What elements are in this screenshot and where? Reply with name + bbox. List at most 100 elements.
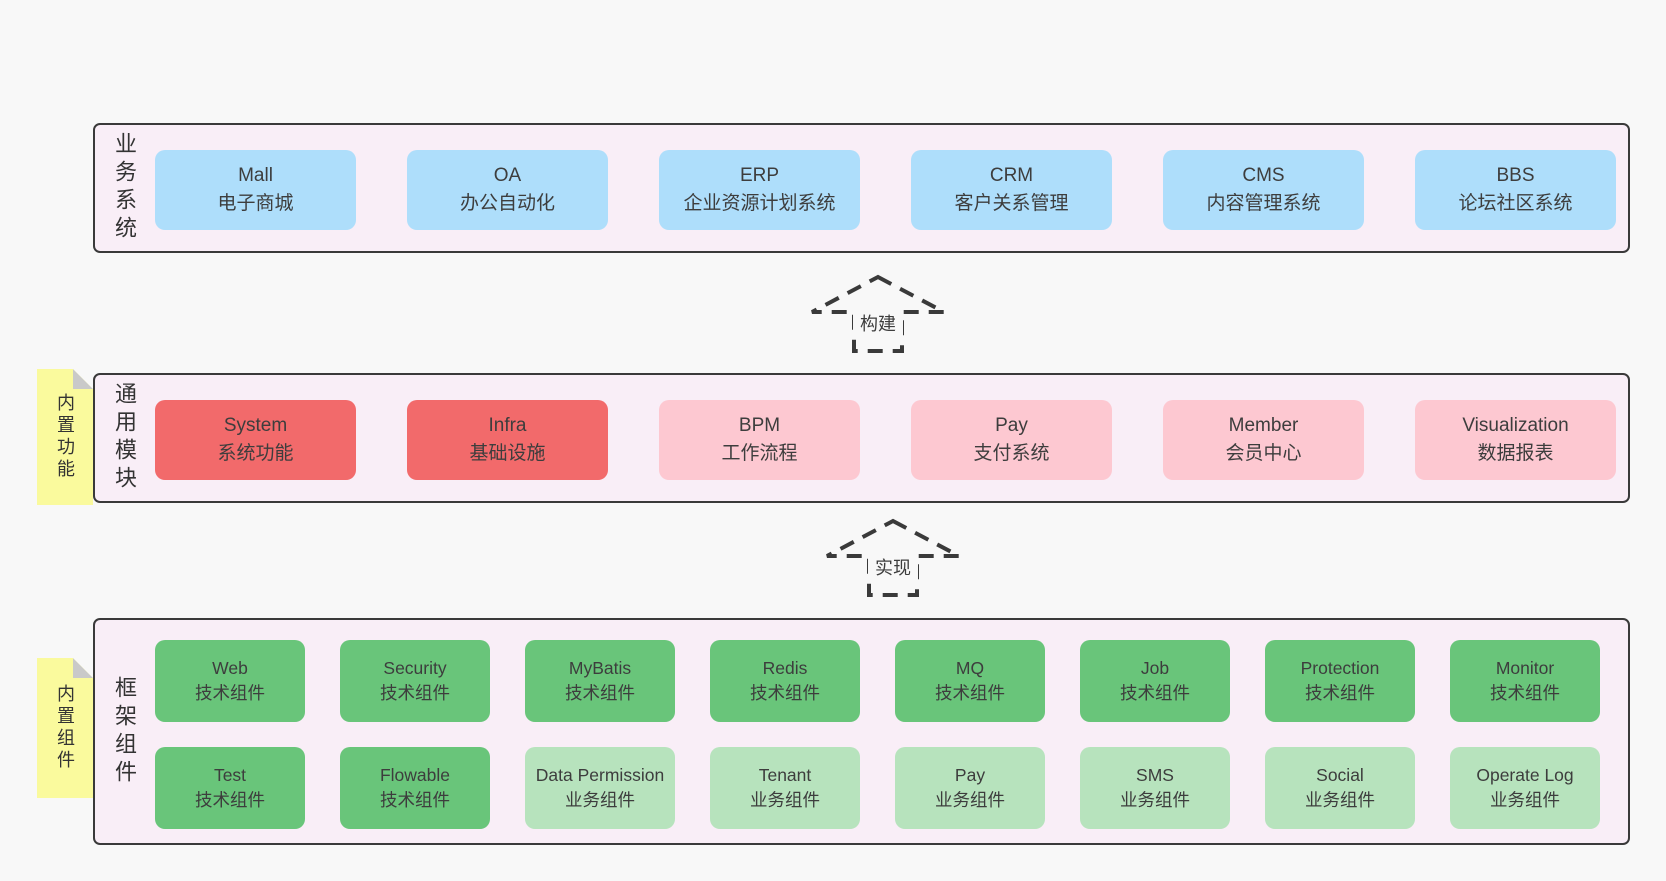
box-subtitle: 业务组件: [1120, 790, 1190, 810]
box-subtitle: 技术组件: [195, 790, 265, 810]
box-title: Job: [1140, 658, 1170, 679]
box-title: BPM: [738, 414, 781, 436]
box-crm: CRM 客户关系管理: [911, 150, 1112, 230]
box-title: Web: [212, 658, 248, 679]
box-pay-module: Pay 支付系统: [911, 400, 1112, 480]
box-subtitle: 支付系统: [973, 443, 1050, 464]
modules-box-row: System 系统功能 Infra 基础设施 BPM 工作流程 Pay 支付系统…: [155, 400, 1616, 480]
box-security: Security 技术组件: [340, 640, 490, 722]
box-test: Test 技术组件: [155, 747, 305, 829]
box-subtitle: 技术组件: [565, 683, 635, 703]
sticky-fold-corner: [73, 658, 93, 678]
box-tenant: Tenant 业务组件: [710, 747, 860, 829]
box-subtitle: 业务组件: [565, 790, 635, 810]
box-title: BBS: [1496, 164, 1535, 186]
sticky-note-builtin-features: 内置功能: [37, 369, 93, 505]
box-subtitle: 系统功能: [217, 443, 294, 464]
box-flowable: Flowable 技术组件: [340, 747, 490, 829]
implement-arrow-label: 实现: [875, 558, 911, 578]
box-web: Web 技术组件: [155, 640, 305, 722]
box-title: Pay: [954, 765, 986, 786]
box-subtitle: 内容管理系统: [1206, 193, 1321, 214]
box-job: Job 技术组件: [1080, 640, 1230, 722]
box-subtitle: 会员中心: [1225, 443, 1302, 464]
box-subtitle: 业务组件: [1490, 790, 1560, 810]
box-title: Social: [1316, 765, 1364, 786]
box-bbs: BBS 论坛社区系统: [1415, 150, 1616, 230]
box-member: Member 会员中心: [1163, 400, 1364, 480]
box-subtitle: 工作流程: [721, 443, 798, 464]
sticky-label: 内置功能: [55, 393, 75, 481]
build-arrow-label: 构建: [860, 314, 896, 334]
sticky-fold-corner: [73, 369, 93, 389]
box-subtitle: 技术组件: [195, 683, 265, 703]
box-title: CRM: [989, 164, 1034, 186]
box-protection: Protection 技术组件: [1265, 640, 1415, 722]
layer-side-label: 框架组件: [95, 620, 153, 843]
box-subtitle: 基础设施: [469, 443, 546, 464]
box-operate-log: Operate Log 业务组件: [1450, 747, 1600, 829]
box-title: Tenant: [758, 765, 812, 786]
box-bpm: BPM 工作流程: [659, 400, 860, 480]
box-subtitle: 论坛社区系统: [1458, 193, 1573, 214]
layer-side-label: 业务系统: [95, 125, 153, 251]
box-subtitle: 业务组件: [1305, 790, 1375, 810]
box-cms: CMS 内容管理系统: [1163, 150, 1364, 230]
box-title: Security: [383, 658, 447, 679]
layer-modules-label: 通用模块: [112, 382, 137, 494]
box-title: ERP: [739, 164, 780, 186]
box-subtitle: 技术组件: [1305, 683, 1375, 703]
box-subtitle: 技术组件: [380, 790, 450, 810]
box-title: Visualization: [1462, 414, 1569, 436]
layer-framework-components: 框架组件 Web 技术组件 Security 技术组件 MyBatis 技术组件…: [93, 618, 1630, 845]
box-pay-component: Pay 业务组件: [895, 747, 1045, 829]
box-subtitle: 电子商城: [217, 193, 294, 214]
box-system: System 系统功能: [155, 400, 356, 480]
box-title: Flowable: [379, 765, 451, 786]
box-subtitle: 技术组件: [1490, 683, 1560, 703]
box-title: OA: [493, 164, 522, 186]
box-mall: Mall 电子商城: [155, 150, 356, 230]
box-subtitle: 技术组件: [380, 683, 450, 703]
layer-business-systems: 业务系统 Mall 电子商城 OA 办公自动化 ERP 企业资源计划系统 CRM…: [93, 123, 1630, 253]
box-subtitle: 企业资源计划系统: [683, 193, 836, 214]
box-title: Test: [213, 765, 247, 786]
box-subtitle: 技术组件: [750, 683, 820, 703]
box-title: Data Permission: [535, 765, 665, 786]
box-title: Redis: [762, 658, 808, 679]
box-erp: ERP 企业资源计划系统: [659, 150, 860, 230]
box-title: Pay: [995, 414, 1028, 436]
box-infra: Infra 基础设施: [407, 400, 608, 480]
box-oa: OA 办公自动化: [407, 150, 608, 230]
arrow-label-background: [868, 551, 918, 583]
box-title: MQ: [955, 658, 985, 679]
box-subtitle: 业务组件: [750, 790, 820, 810]
box-subtitle: 数据报表: [1477, 443, 1554, 464]
box-mybatis: MyBatis 技术组件: [525, 640, 675, 722]
box-data-permission: Data Permission 业务组件: [525, 747, 675, 829]
box-subtitle: 客户关系管理: [954, 193, 1069, 214]
box-title: SMS: [1136, 765, 1174, 786]
layer-business-label: 业务系统: [112, 132, 137, 244]
box-title: MyBatis: [568, 658, 632, 679]
box-sms: SMS 业务组件: [1080, 747, 1230, 829]
implement-arrow-icon: 实现: [826, 518, 960, 597]
box-mq: MQ 技术组件: [895, 640, 1045, 722]
sticky-note-builtin-components: 内置组件: [37, 658, 93, 798]
components-box-grid: Web 技术组件 Security 技术组件 MyBatis 技术组件 Redi…: [155, 640, 1600, 829]
box-title: Infra: [488, 414, 527, 436]
box-title: Mall: [238, 164, 273, 186]
box-title: Monitor: [1495, 658, 1555, 679]
layer-components-label: 框架组件: [112, 675, 137, 788]
arrow-label-background: [853, 307, 903, 339]
box-subtitle: 技术组件: [935, 683, 1005, 703]
box-title: Protection: [1300, 658, 1380, 679]
box-title: System: [223, 414, 288, 436]
box-visualization: Visualization 数据报表: [1415, 400, 1616, 480]
arrow-outline: [826, 518, 960, 597]
arrow-outline: [811, 274, 945, 353]
box-title: CMS: [1242, 164, 1285, 186]
layer-common-modules: 通用模块 System 系统功能 Infra 基础设施 BPM 工作流程 Pay…: [93, 373, 1630, 503]
box-social: Social 业务组件: [1265, 747, 1415, 829]
box-redis: Redis 技术组件: [710, 640, 860, 722]
